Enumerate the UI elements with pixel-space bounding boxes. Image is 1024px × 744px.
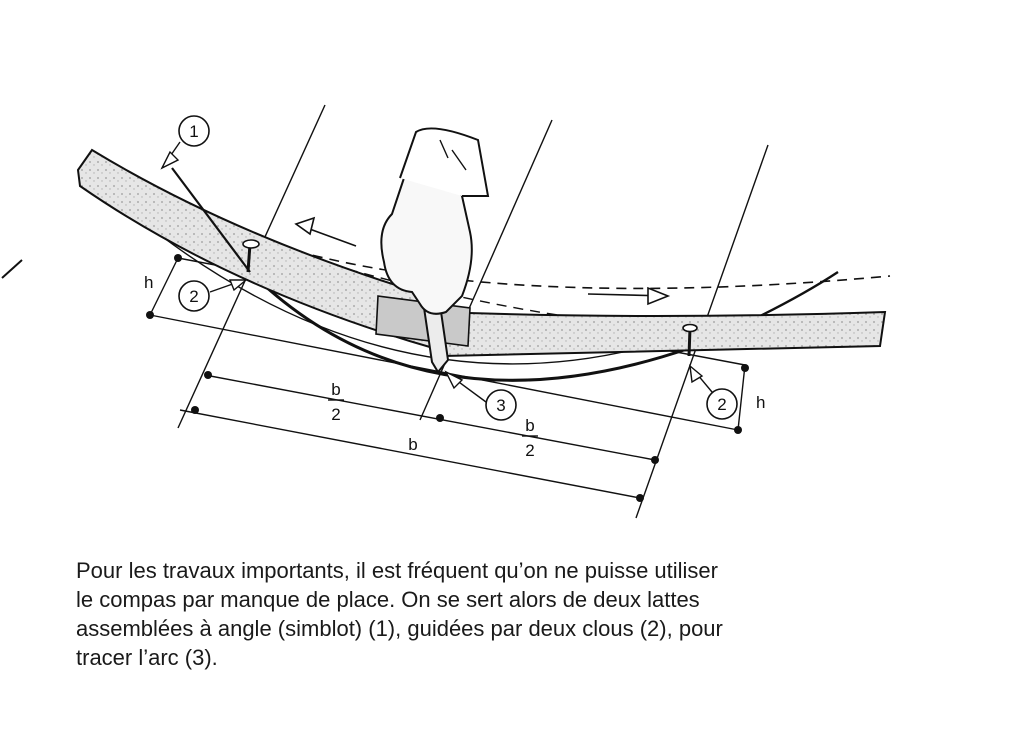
callout-label: 1 <box>189 122 198 141</box>
caption-line: assemblées à angle (simblot) (1), guidée… <box>76 616 723 641</box>
dimension-ticks <box>146 254 749 502</box>
svg-text:b: b <box>525 416 534 435</box>
nail-right <box>682 323 698 357</box>
callout-label: 3 <box>496 396 505 415</box>
svg-text:2: 2 <box>331 405 340 424</box>
dimension-half-b-right: b 2 <box>522 416 538 460</box>
lath-right <box>438 310 887 358</box>
svg-text:2: 2 <box>525 441 534 460</box>
motion-arrow-left <box>294 216 357 247</box>
dimension-h-right: h <box>756 393 765 412</box>
caption-line: tracer l’arc (3). <box>76 645 218 670</box>
callout-label: 2 <box>189 287 198 306</box>
caption-line: Pour les travaux importants, il est fréq… <box>76 558 718 583</box>
dimension-h-left: h <box>144 273 153 292</box>
callout-label: 2 <box>717 395 726 414</box>
edge-mark <box>1 259 23 279</box>
simblot-wire <box>171 167 251 273</box>
callout-2-right: 2 <box>706 388 738 420</box>
dimension-b: b <box>408 435 417 454</box>
svg-text:b: b <box>331 380 340 399</box>
nail-left <box>242 239 260 273</box>
callout-3: 3 <box>485 389 517 421</box>
callout-leaders <box>160 141 713 403</box>
simblot-arc-diagram: 1 2 3 2 h h b 2 b 2 b <box>1 104 891 519</box>
dimension-half-b-left: b 2 <box>328 380 344 424</box>
caption: Pour les travaux importants, il est fréq… <box>76 556 906 672</box>
traced-arc <box>246 268 691 382</box>
sleeve-folds <box>439 139 467 171</box>
callout-1: 1 <box>178 115 210 147</box>
motion-arrow-right <box>587 286 671 306</box>
sleeve <box>399 127 490 197</box>
callout-2-left: 2 <box>178 280 210 312</box>
caption-line: le compas par manque de place. On se ser… <box>76 587 700 612</box>
